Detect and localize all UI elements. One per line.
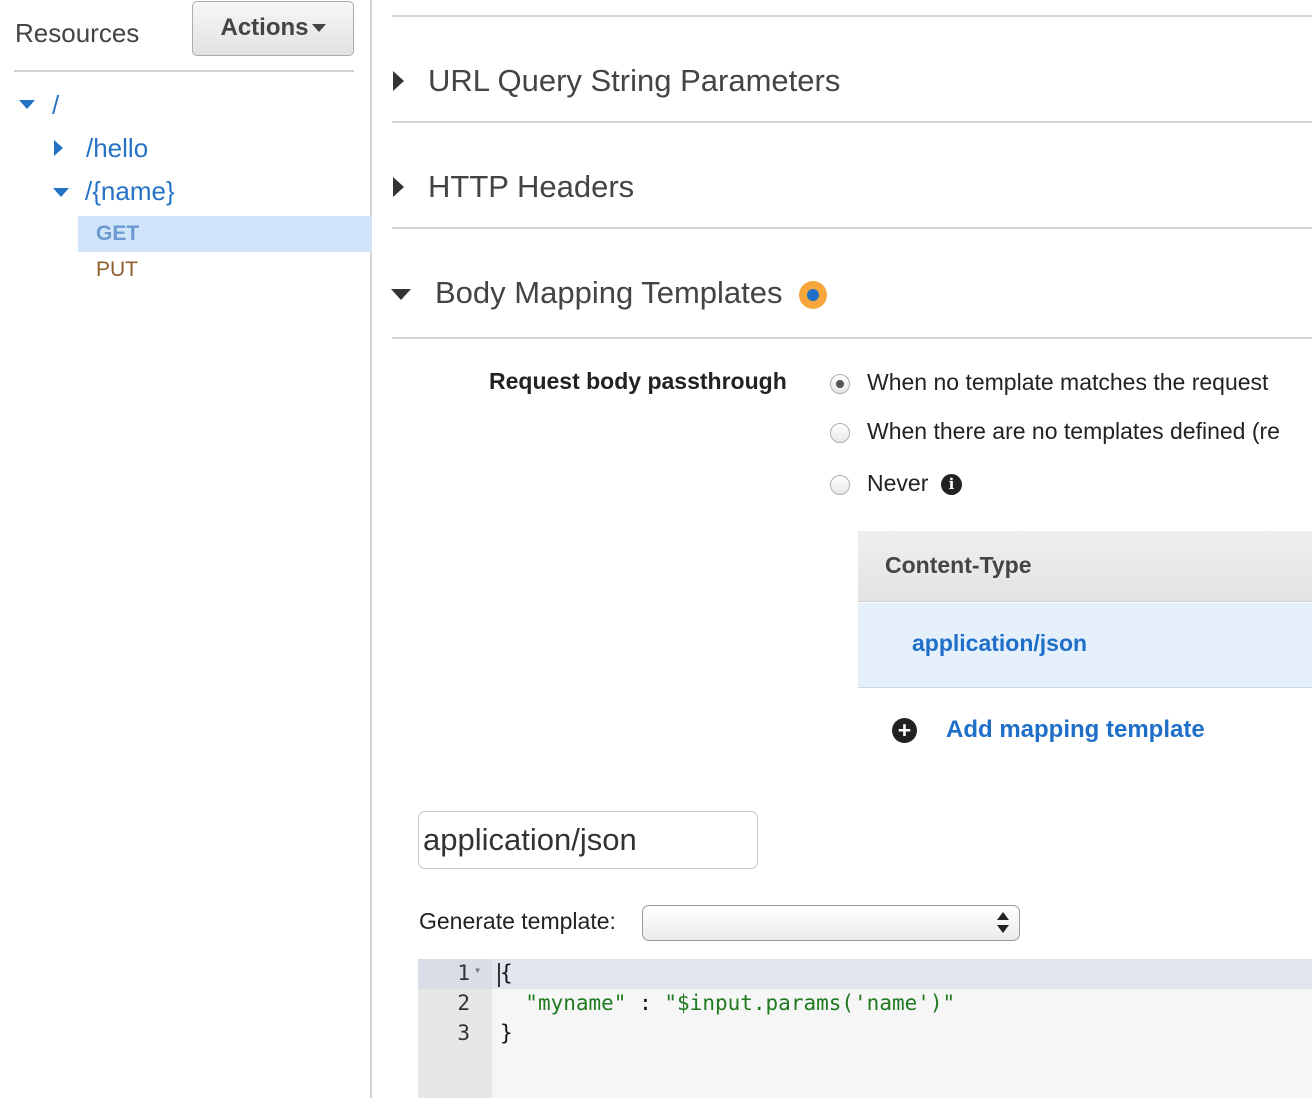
radio-never[interactable] bbox=[830, 475, 850, 495]
section-divider bbox=[392, 121, 1312, 123]
generate-template-label: Generate template: bbox=[419, 908, 616, 934]
select-up-arrow-icon bbox=[997, 912, 1009, 920]
template-code-editor[interactable]: 1 ▾ 2 3 { "myname" : "$input.params('nam… bbox=[418, 959, 1312, 1098]
code-key: "myname" bbox=[525, 991, 627, 1015]
add-circle-icon[interactable]: + bbox=[892, 718, 917, 743]
collapse-body-mapping-icon[interactable] bbox=[391, 289, 411, 300]
section-divider bbox=[392, 15, 1312, 17]
section-divider bbox=[392, 227, 1312, 229]
expand-url-query-icon[interactable] bbox=[393, 71, 404, 91]
text-cursor bbox=[498, 963, 500, 987]
section-divider bbox=[392, 337, 1312, 339]
content-type-row[interactable]: application/json bbox=[858, 603, 1312, 688]
line-number: 2 bbox=[457, 991, 470, 1015]
actions-button-label: Actions bbox=[220, 14, 309, 41]
content-type-input[interactable] bbox=[418, 811, 758, 869]
tree-node-root[interactable]: / bbox=[52, 90, 60, 120]
code-line-1: { bbox=[500, 961, 513, 985]
actions-button[interactable]: Actions bbox=[192, 1, 354, 56]
fold-arrow-icon[interactable]: ▾ bbox=[474, 963, 482, 977]
info-icon[interactable]: i bbox=[941, 474, 962, 495]
code-line-2: "myname" : "$input.params('name')" bbox=[500, 991, 955, 1015]
code-value: "$input.params('name')" bbox=[664, 991, 956, 1015]
select-down-arrow-icon bbox=[997, 925, 1009, 933]
radio-no-templates-label[interactable]: When there are no templates defined (re bbox=[867, 418, 1280, 444]
expand-root-icon[interactable] bbox=[19, 100, 35, 109]
expand-hello-icon[interactable] bbox=[54, 140, 63, 156]
resources-title: Resources bbox=[15, 18, 140, 48]
content-type-header: Content-Type bbox=[858, 531, 1312, 602]
content-type-row-label[interactable]: application/json bbox=[912, 630, 1088, 656]
line-number: 3 bbox=[457, 1021, 470, 1045]
resources-sidebar: Resources Actions / /hello /{name} GET P… bbox=[0, 0, 372, 1098]
tree-node-name[interactable]: /{name} bbox=[85, 176, 175, 206]
method-get-item[interactable]: GET bbox=[78, 216, 372, 252]
section-http-headers[interactable]: HTTP Headers bbox=[428, 169, 635, 204]
add-mapping-template-link[interactable]: Add mapping template bbox=[946, 716, 1205, 743]
radio-no-templates[interactable] bbox=[830, 423, 850, 443]
code-line-3: } bbox=[500, 1021, 513, 1045]
expand-name-icon[interactable] bbox=[53, 188, 69, 197]
method-put-item[interactable]: PUT bbox=[96, 258, 138, 281]
sidebar-divider bbox=[14, 70, 354, 72]
passthrough-label: Request body passthrough bbox=[489, 368, 787, 394]
content-type-header-label: Content-Type bbox=[885, 552, 1032, 578]
generate-template-select[interactable] bbox=[642, 905, 1020, 941]
line-number: 1 bbox=[457, 961, 470, 985]
method-get-label: GET bbox=[96, 222, 140, 245]
caret-down-icon bbox=[311, 24, 326, 32]
radio-never-label[interactable]: Never bbox=[867, 470, 929, 496]
status-badge-icon bbox=[799, 281, 827, 309]
section-body-mapping[interactable]: Body Mapping Templates bbox=[435, 275, 783, 310]
code-sep: : bbox=[626, 991, 665, 1015]
radio-no-match-label[interactable]: When no template matches the request bbox=[867, 369, 1269, 395]
section-url-query[interactable]: URL Query String Parameters bbox=[428, 63, 841, 98]
editor-active-line bbox=[492, 959, 1312, 989]
editor-gutter-active bbox=[418, 959, 492, 989]
radio-no-match[interactable] bbox=[830, 374, 850, 394]
tree-node-hello[interactable]: /hello bbox=[86, 133, 149, 163]
expand-http-headers-icon[interactable] bbox=[393, 177, 404, 197]
